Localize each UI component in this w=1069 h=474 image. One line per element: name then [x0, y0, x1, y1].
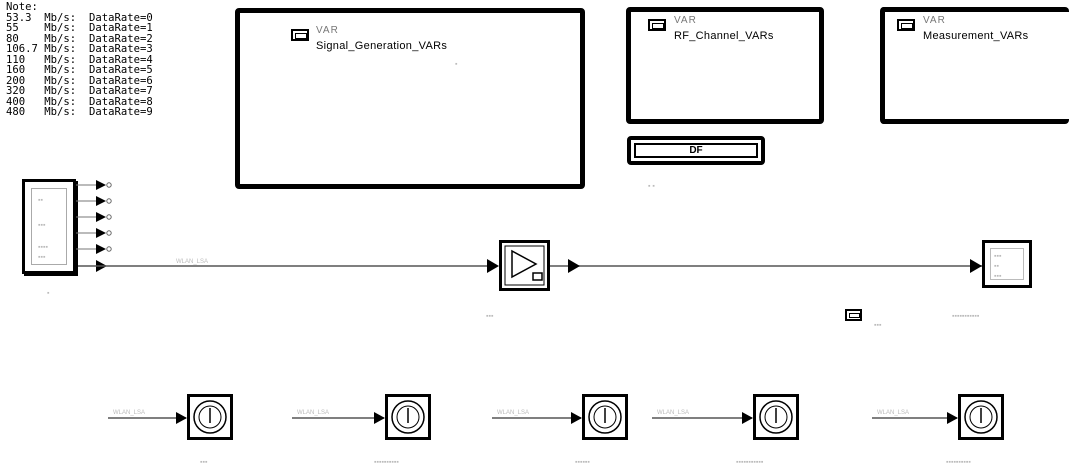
note-row: 320 Mb/s: DataRate=7	[6, 85, 153, 97]
amplifier-label-placeholder: ▪▪▪	[486, 313, 494, 320]
df-controller[interactable]: DF	[627, 136, 765, 165]
wire-label: WLAN_LSA	[657, 410, 689, 416]
note-row: 400 Mb/s: DataRate=8	[6, 95, 153, 108]
var-icon[interactable]	[845, 309, 862, 321]
wire-label: WLAN_LSA	[497, 410, 529, 416]
note-row: 55 Mb/s: DataRate=1	[6, 22, 153, 34]
var-tag: VAR	[316, 25, 339, 36]
note-row: 110 Mb/s: DataRate=4	[6, 53, 153, 66]
var-tag: VAR	[674, 15, 697, 26]
meter-label-placeholder: ▪▪▪▪▪▪	[575, 459, 590, 466]
arrow-icon	[487, 259, 499, 273]
source-pin-label: ▪▪	[38, 197, 43, 204]
source-pin-label: ▪▪▪	[38, 222, 46, 229]
meter-label-placeholder: ▪▪▪▪▪▪▪▪▪▪▪	[736, 459, 764, 466]
wire-label: WLAN_LSA	[297, 410, 329, 416]
meter-icon	[588, 400, 622, 434]
sink-pin-label: ▪▪▪	[994, 273, 1002, 280]
wire-label: WLAN_LSA	[877, 410, 909, 416]
note-row: 53.3 Mb/s: DataRate=0	[6, 11, 153, 24]
sink-label-placeholder: ▪▪▪▪▪▪▪▪▪▪▪	[952, 313, 980, 320]
wire-label: WLAN_LSA	[113, 410, 145, 416]
var-block-name: Signal_Generation_VARs	[316, 40, 448, 52]
meter-label-placeholder: ▪▪▪▪▪▪▪▪▪▪	[374, 459, 399, 466]
note-row: 200 Mb/s: DataRate=6	[6, 74, 153, 87]
note-row: 80 Mb/s: DataRate=2	[6, 32, 153, 45]
meter-component[interactable]	[187, 394, 233, 440]
meter-component[interactable]	[385, 394, 431, 440]
source-label-placeholder: ▪	[47, 290, 50, 297]
meter-label-placeholder: ▪▪▪▪▪▪▪▪▪▪	[946, 459, 971, 466]
amplifier-icon	[504, 245, 545, 286]
rf-channel-var-block[interactable]: VAR RF_Channel_VARs	[626, 7, 824, 124]
var-icon	[897, 19, 915, 31]
var-tag: VAR	[923, 15, 946, 26]
sink-component[interactable]: ▪▪▪ ▪▪ ▪▪▪	[982, 240, 1032, 288]
source-pin-label: ▪▪▪	[38, 254, 46, 261]
data-rate-note: Note: 53.3 Mb/s: DataRate=0 55 Mb/s: Dat…	[6, 2, 153, 118]
var-block-name: RF_Channel_VARs	[674, 30, 774, 42]
signal-generation-var-block[interactable]: VAR Signal_Generation_VARs ▪	[235, 8, 585, 189]
var-param-placeholder: ▪	[455, 61, 458, 68]
meter-icon	[193, 400, 227, 434]
note-row: 160 Mb/s: DataRate=5	[6, 64, 153, 76]
source-output-pins	[76, 184, 96, 250]
sink-inner-panel: ▪▪▪ ▪▪ ▪▪▪	[990, 248, 1024, 280]
meter-icon	[759, 400, 793, 434]
df-param-placeholder: ▪ ▪	[648, 183, 655, 190]
meter-component[interactable]	[958, 394, 1004, 440]
arrow-icon	[176, 412, 958, 424]
meter-component[interactable]	[753, 394, 799, 440]
meter-icon	[964, 400, 998, 434]
df-label: DF	[634, 143, 758, 158]
arrow-icon	[96, 180, 107, 272]
arrow-icon	[970, 259, 982, 273]
note-row: 106.7 Mb/s: DataRate=3	[6, 43, 153, 55]
meter-icon	[391, 400, 425, 434]
note-row: 480 Mb/s: DataRate=9	[6, 106, 153, 118]
source-pin-label: ▪▪▪▪	[38, 244, 48, 251]
var-block-name: Measurement_VARs	[923, 30, 1029, 42]
source-inner-panel: ▪▪ ▪▪▪ ▪▪▪▪ ▪▪▪	[31, 188, 67, 265]
signal-source-component[interactable]: ▪▪ ▪▪▪ ▪▪▪▪ ▪▪▪	[22, 179, 76, 274]
arrow-icon	[568, 259, 580, 273]
sink-pin-label: ▪▪	[994, 263, 999, 270]
measurement-var-block[interactable]: VAR Measurement_VARs	[880, 7, 1069, 124]
pin-dot-icon	[106, 182, 112, 252]
note-title: Note:	[6, 1, 38, 13]
sink-pin-label: ▪▪▪	[994, 253, 1002, 260]
meter-label-placeholder: ▪▪▪	[200, 459, 208, 466]
var-icon	[648, 19, 666, 31]
amplifier-component[interactable]	[499, 240, 550, 291]
wire-label: WLAN_LSA	[176, 259, 208, 265]
meter-component[interactable]	[582, 394, 628, 440]
var-icon-label-placeholder: ▪▪▪	[874, 322, 882, 329]
var-icon	[291, 29, 309, 41]
